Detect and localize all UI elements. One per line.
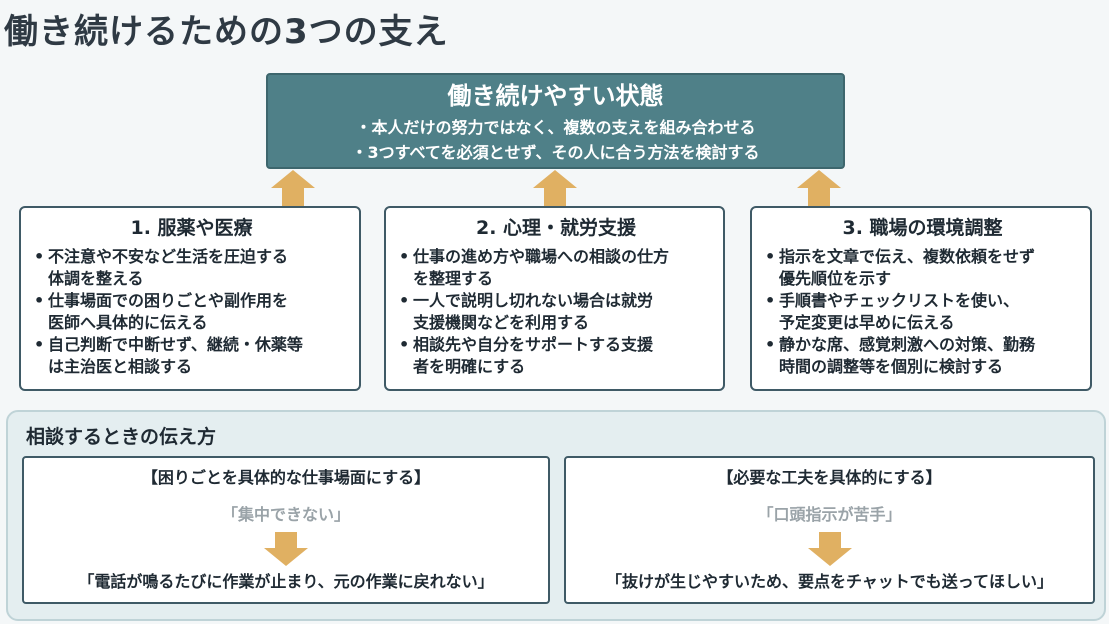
goal-title: 働き続けやすい状態 [447,82,664,110]
pillar-item: 手順書やチェックリストを使い、 予定変更は早めに伝える [763,290,1082,334]
arrow-up-icon [797,170,841,206]
pillar-item: 指示を文章で伝え、複数依頼をせず 優先順位を示す [763,246,1082,290]
example-after: 「電話が鳴るたびに作業が止まり、元の作業に戻れない」 [78,572,494,591]
example-card-accommodation: 【必要な工夫を具体的にする】 「口頭指示が苦手」 「抜けが生じやすいため、要点を… [564,456,1095,604]
pillar-item-line: 時間の調整等を個別に検討する [779,357,1004,376]
arrow-down-icon [807,532,852,566]
example-before: 「口頭指示が苦手」 [757,505,902,524]
goal-box: 働き続けやすい状態 ・本人だけの努力ではなく、複数の支えを組み合わせる ・3つす… [266,73,845,169]
example-card-situation: 【困りごとを具体的な仕事場面にする】 「集中できない」 「電話が鳴るたびに作業が… [22,456,550,604]
example-before: 「集中できない」 [221,505,350,524]
arrow-up-icon [533,170,577,206]
example-heading: 【困りごとを具体的な仕事場面にする】 [141,468,431,487]
pillar-item: 不注意や不安など生活を圧迫する 体調を整える [32,246,351,290]
pillar-items: 不注意や不安など生活を圧迫する 体調を整える 仕事場面での困りごとや副作用を 医… [32,246,351,378]
pillar-item-line: 優先順位を示す [779,269,892,288]
page-title: 働き続けるための3つの支え [4,12,449,52]
pillar-workplace: 3. 職場の環境調整 指示を文章で伝え、複数依頼をせず 優先順位を示す 手順書や… [750,206,1092,391]
pillar-items: 指示を文章で伝え、複数依頼をせず 優先順位を示す 手順書やチェックリストを使い、… [763,246,1082,378]
pillar-item-line: を整理する [413,269,494,288]
pillar-item-line: 一人で説明し切れない場合は就労 [413,291,654,310]
pillar-item-line: 静かな席、感覚刺激への対策、勤務 [779,335,1036,354]
pillar-item-line: 指示を文章で伝え、複数依頼をせず [779,247,1036,266]
pillar-item-line: 支援機関などを利用する [413,313,590,332]
consult-heading: 相談するときの伝え方 [26,426,217,448]
pillar-title: 3. 職場の環境調整 [842,217,1003,239]
goal-point: ・3つすべてを必須とせず、その人に合う方法を検討する [351,143,760,162]
pillar-item: 仕事場面での困りごとや副作用を 医師へ具体的に伝える [32,290,351,334]
goal-point: ・本人だけの努力ではなく、複数の支えを組み合わせる [355,118,756,137]
consult-panel: 相談するときの伝え方 【困りごとを具体的な仕事場面にする】 「集中できない」 「… [6,410,1106,621]
pillar-medication: 1. 服薬や医療 不注意や不安など生活を圧迫する 体調を整える 仕事場面での困り… [19,206,361,391]
pillar-item-line: 者を明確にする [413,357,526,376]
pillar-item: 一人で説明し切れない場合は就労 支援機関などを利用する [397,290,715,334]
pillar-items: 仕事の進め方や職場への相談の仕方 を整理する 一人で説明し切れない場合は就労 支… [397,246,715,378]
pillar-item-line: 相談先や自分をサポートする支援 [413,335,654,354]
pillar-item: 仕事の進め方や職場への相談の仕方 を整理する [397,246,715,290]
pillar-item-line: 予定変更は早めに伝える [779,313,955,332]
pillar-item: 静かな席、感覚刺激への対策、勤務 時間の調整等を個別に検討する [763,334,1082,378]
pillar-item-line: は主治医と相談する [48,357,193,376]
pillar-item: 自己判断で中断せず、継続・休薬等 は主治医と相談する [32,334,351,378]
pillar-item: 相談先や自分をサポートする支援 者を明確にする [397,334,715,378]
example-after: 「抜けが生じやすいため、要点をチャットでも送ってほしい」 [605,572,1054,591]
pillar-item-line: 仕事場面での困りごとや副作用を [48,291,289,310]
pillar-item-line: 不注意や不安など生活を圧迫する [48,247,289,266]
pillar-item-line: 自己判断で中断せず、継続・休薬等 [48,335,303,354]
pillar-title: 2. 心理・就労支援 [475,217,637,239]
pillar-item-line: 仕事の進め方や職場への相談の仕方 [413,247,670,266]
arrow-down-icon [264,532,308,566]
pillar-psych-employment: 2. 心理・就労支援 仕事の進め方や職場への相談の仕方 を整理する 一人で説明し… [384,206,725,391]
pillar-item-line: 手順書やチェックリストを使い、 [779,291,1020,310]
pillar-item-line: 体調を整える [48,269,144,288]
pillar-title: 1. 服薬や医療 [130,217,253,239]
example-heading: 【必要な工夫を具体的にする】 [717,468,942,487]
pillar-item-line: 医師へ具体的に伝える [48,313,208,332]
goal-points: ・本人だけの努力ではなく、複数の支えを組み合わせる ・3つすべてを必須とせず、そ… [268,115,843,165]
arrow-up-icon [271,170,315,206]
